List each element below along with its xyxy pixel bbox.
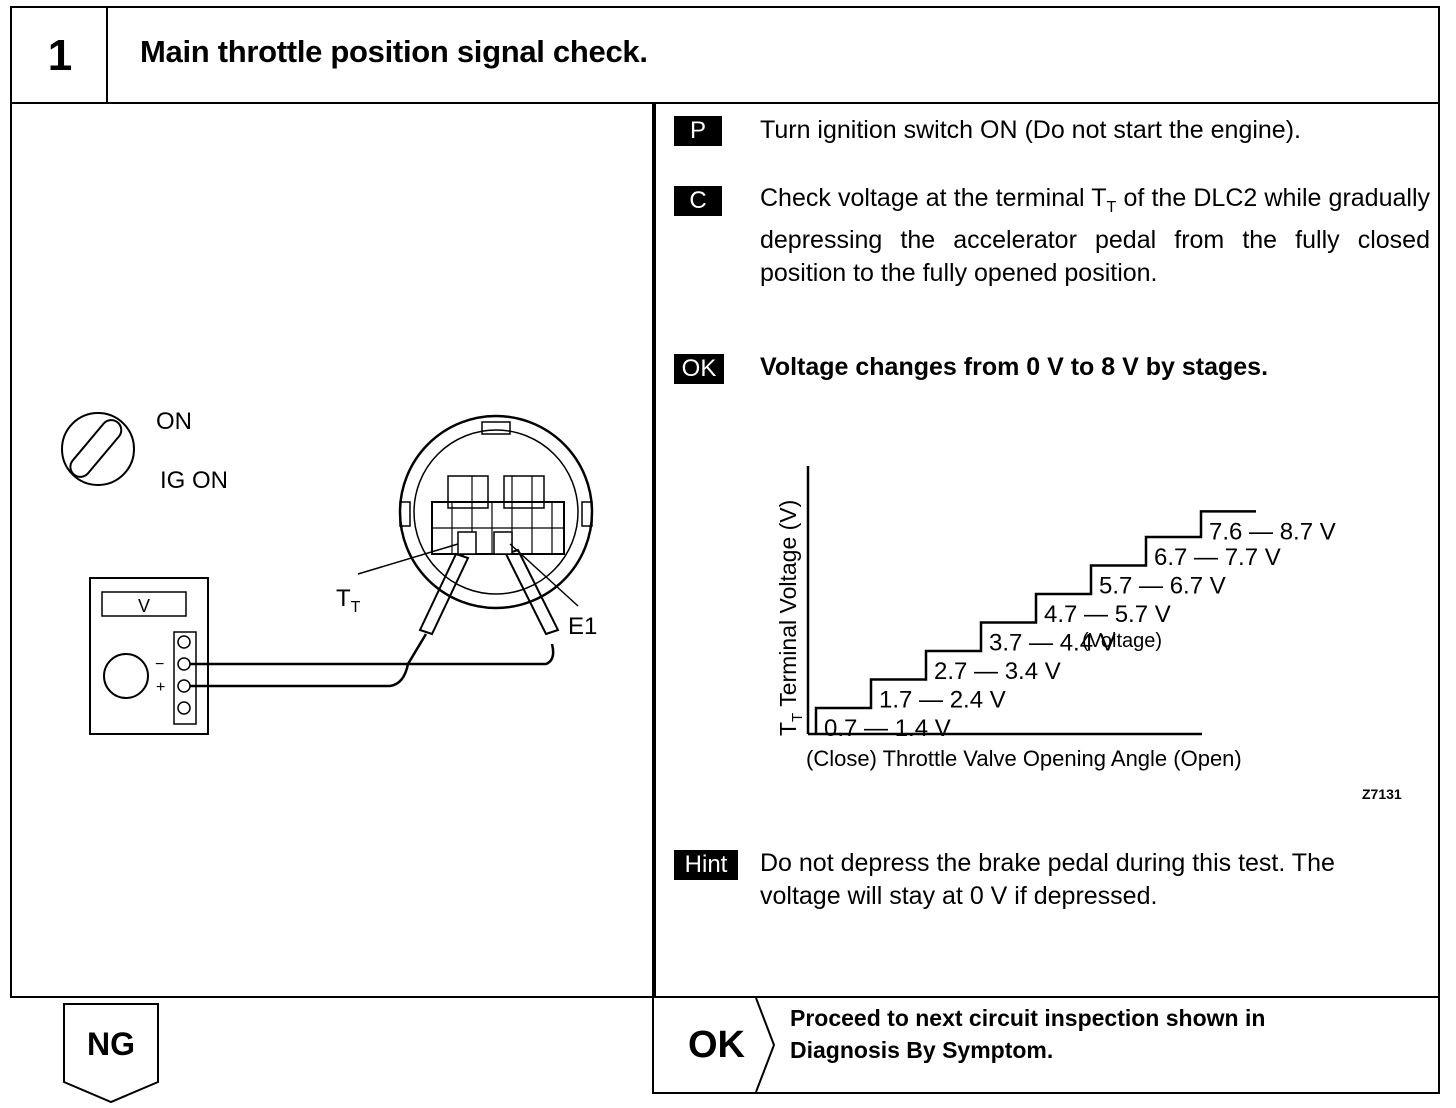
- ng-arrow-box: [63, 1003, 159, 1104]
- prep-text: Turn ignition switch ON (Do not start th…: [760, 116, 1301, 144]
- e1-probe-icon: [503, 541, 560, 636]
- e1-lead-wire: [190, 643, 555, 666]
- dlc2-connector-icon: [398, 414, 594, 610]
- step-label: 1.7 — 2.4 V: [879, 687, 1006, 714]
- e1-pointer-line: [509, 543, 579, 607]
- chart-annotation: (Voltage): [1082, 630, 1162, 652]
- chart-xlabel: (Close) Throttle Valve Opening Angle (Op…: [806, 746, 1242, 771]
- chart-ylabel: TT Terminal Voltage (V): [775, 500, 806, 736]
- voltmeter-icon: V − +: [89, 577, 209, 735]
- diagram-panel: [10, 102, 656, 998]
- tt-pointer-line: [357, 543, 459, 575]
- ignition-switch-icon: [61, 412, 135, 486]
- voltage-step-line: [814, 510, 1256, 734]
- step-label: 2.7 — 3.4 V: [934, 658, 1061, 685]
- terminal-tt-label: TT: [336, 585, 361, 616]
- figure-code: Z7131: [1362, 786, 1402, 802]
- step-label: 7.6 — 8.7 V: [1209, 518, 1336, 545]
- terminal-e1-label: E1: [568, 613, 597, 640]
- header-divider: [106, 6, 108, 104]
- hint-badge: Hint: [674, 850, 738, 880]
- meter-minus-label: −: [155, 656, 164, 673]
- step-number: 1: [47, 31, 73, 80]
- ok-result-text: Proceed to next circuit inspection shown…: [790, 1005, 1266, 1063]
- check-badge: C: [674, 186, 722, 216]
- step-label: 0.7 — 1.4 V: [824, 715, 951, 742]
- ig-on-label: IG ON: [160, 467, 228, 494]
- ok-result-label: OK: [688, 1024, 745, 1066]
- tt-lead-wire: [190, 633, 428, 688]
- ok-text: Voltage changes from 0 V to 8 V by stage…: [760, 353, 1269, 381]
- wiring-diagram: ON IG ON V − +: [61, 408, 597, 735]
- step-label: 6.7 — 7.7 V: [1154, 544, 1281, 571]
- check-text: Check voltage at the terminal TT of the …: [760, 184, 1430, 287]
- meter-display: V: [138, 596, 150, 616]
- switch-on-label: ON: [156, 408, 192, 435]
- voltage-step-chart: TT Terminal Voltage (V) 0.7 — 1.4 V1.7 —…: [775, 466, 1402, 802]
- ok-result-box: [652, 996, 1440, 1094]
- meter-plus-label: +: [156, 679, 165, 696]
- ok-badge: OK: [674, 354, 724, 384]
- hint-text: Do not depress the brake pedal during th…: [760, 849, 1335, 910]
- step-label: 3.7 — 4.4 V: [989, 630, 1116, 657]
- prep-badge: P: [674, 116, 722, 146]
- step-label: 5.7 — 6.7 V: [1099, 573, 1226, 600]
- ng-label: NG: [87, 1026, 135, 1062]
- step-label: 4.7 — 5.7 V: [1044, 601, 1171, 628]
- page-title: Main throttle position signal check.: [140, 34, 648, 69]
- ok-chevron: [755, 998, 776, 1092]
